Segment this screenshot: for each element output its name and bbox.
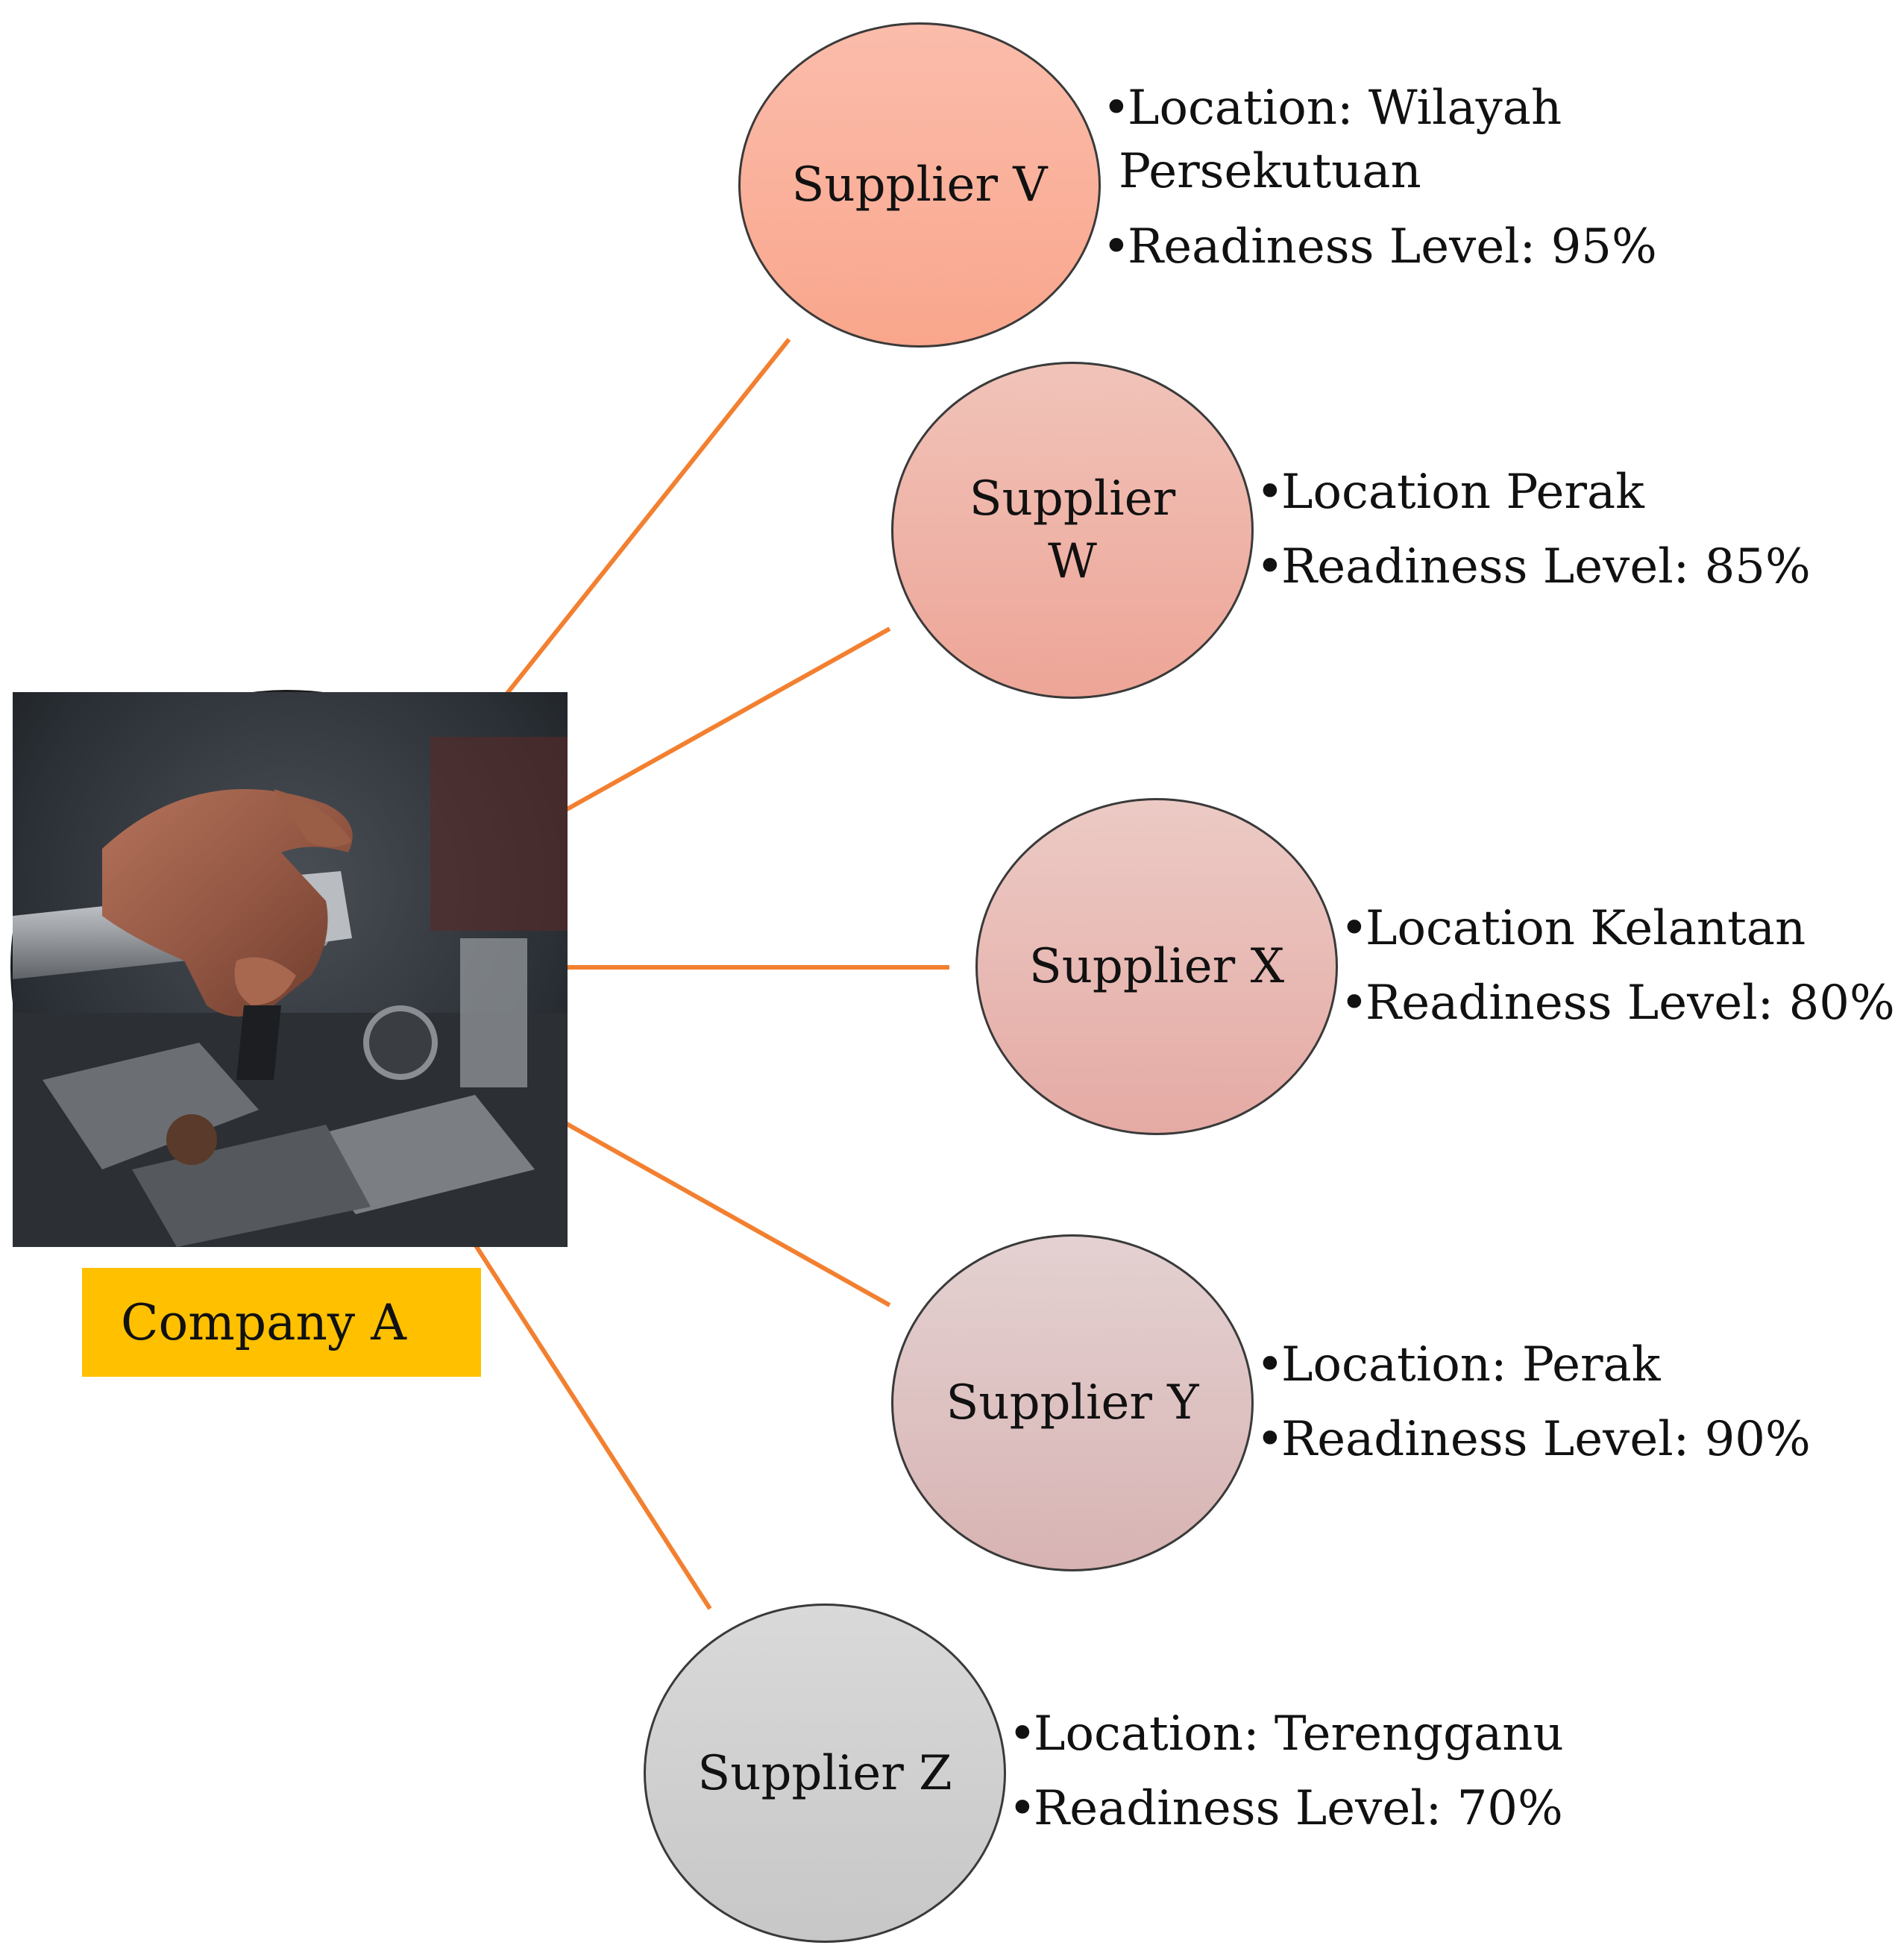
- readiness-item: •Readiness Level: 85%: [1256, 530, 1811, 604]
- connector-w: [529, 626, 891, 832]
- supplier-name: Supplier W: [969, 471, 1176, 589]
- bullet-icon: •: [1008, 1706, 1037, 1762]
- supplier-info-y: •Location: Perak •Readiness Level: 90%: [1256, 1328, 1811, 1477]
- location-item: •Location Perak: [1256, 455, 1811, 530]
- supplier-name: Supplier V: [791, 157, 1048, 213]
- supplier-node-y: Supplier Y: [891, 1234, 1254, 1571]
- readiness-text: Readiness Level: 95%: [1128, 219, 1657, 274]
- readiness-item: •Readiness Level: 90%: [1256, 1402, 1811, 1477]
- readiness-text: Readiness Level: 80%: [1366, 976, 1895, 1031]
- company-label: Company A: [82, 1268, 481, 1377]
- connector-y: [529, 1102, 891, 1307]
- connector-z: [442, 1196, 712, 1610]
- supplier-info-v: •Location: Wilayah Persekutuan •Readines…: [1102, 71, 1657, 284]
- bullet-icon: •: [1256, 1412, 1284, 1467]
- supplier-node-x: Supplier X: [975, 798, 1338, 1135]
- readiness-item: •Readiness Level: 95%: [1102, 210, 1657, 284]
- location-item: •Location Kelantan: [1340, 891, 1895, 966]
- bullet-icon: •: [1340, 976, 1368, 1031]
- supplier-info-x: •Location Kelantan •Readiness Level: 80%: [1340, 891, 1895, 1040]
- company-name: Company A: [121, 1293, 406, 1351]
- readiness-item: •Readiness Level: 70%: [1008, 1771, 1564, 1846]
- supplier-name: Supplier Z: [697, 1745, 952, 1801]
- readiness-text: Readiness Level: 70%: [1034, 1781, 1563, 1836]
- bullet-icon: •: [1102, 219, 1131, 274]
- location-text: Location: Wilayah: [1128, 81, 1562, 136]
- bullet-icon: •: [1256, 465, 1284, 520]
- location-text: Location Kelantan: [1366, 901, 1806, 956]
- location-item: •Location: Perak: [1256, 1328, 1811, 1402]
- mechanic-hands-engine-photo-icon: [13, 692, 568, 1247]
- location-text: Location Perak: [1281, 465, 1644, 520]
- supplier-node-w: Supplier W: [891, 362, 1254, 699]
- supplier-name: Supplier Y: [946, 1375, 1199, 1430]
- readiness-text: Readiness Level: 90%: [1281, 1412, 1811, 1467]
- bullet-icon: •: [1256, 1337, 1284, 1392]
- supplier-info-z: •Location: Terengganu •Readiness Level: …: [1008, 1697, 1564, 1846]
- supplier-node-z: Supplier Z: [644, 1604, 1006, 1943]
- bullet-icon: •: [1008, 1781, 1037, 1836]
- location-item: •Location: Wilayah: [1102, 71, 1657, 145]
- connector-v: [460, 338, 791, 751]
- readiness-text: Readiness Level: 85%: [1281, 539, 1811, 594]
- location-item: •Location: Terengganu: [1008, 1697, 1564, 1771]
- supplier-name: Supplier X: [1028, 939, 1285, 994]
- bullet-icon: •: [1340, 901, 1368, 956]
- supplier-info-w: •Location Perak •Readiness Level: 85%: [1256, 455, 1811, 604]
- bullet-icon: •: [1256, 539, 1284, 594]
- location-text: Location: Terengganu: [1034, 1706, 1564, 1762]
- location-text: Location: Perak: [1281, 1337, 1661, 1392]
- readiness-item: •Readiness Level: 80%: [1340, 966, 1895, 1040]
- supplier-node-v: Supplier V: [738, 22, 1101, 348]
- bullet-icon: •: [1102, 81, 1131, 136]
- company-photo: [10, 690, 568, 1247]
- location-text-continued: Persekutuan: [1119, 144, 1421, 199]
